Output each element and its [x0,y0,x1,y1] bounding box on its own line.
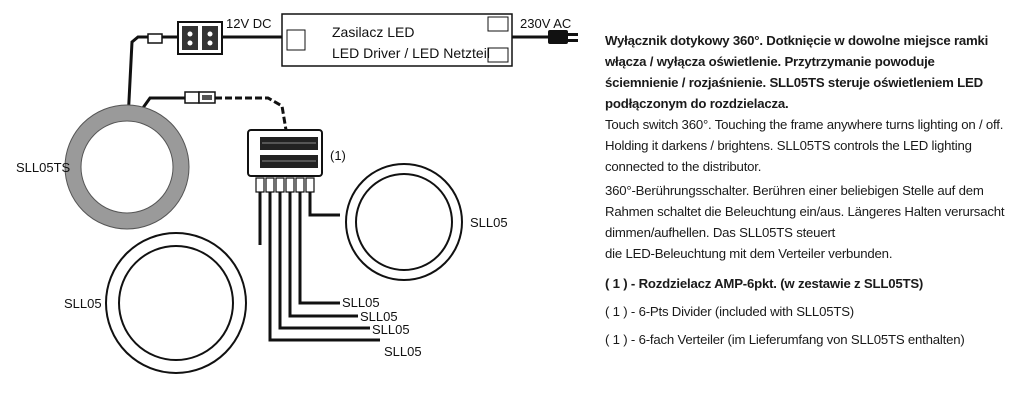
divider-cable-connector [184,91,216,104]
wiring-diagram: Zasilacz LED LED Driver / LED Netzteil 1… [16,13,578,374]
switch-cable-connector [147,33,163,44]
psu-label-pl: Zasilacz LED [332,24,414,40]
voltage-ac-label: 230V AC [520,16,571,31]
touch-switch-ring [64,104,190,230]
divider-label: (1) [330,148,346,163]
cable-switch-to-divider-2 [215,96,288,131]
touch-switch-label: SLL05TS [16,160,71,175]
description-de-line2: die LED-Beleuchtung mit dem Verteiler ve… [605,246,893,261]
mains-plug-icon [548,30,578,44]
light-right-label: SLL05 [470,215,508,230]
psu-box: Zasilacz LED LED Driver / LED Netzteil [281,13,513,67]
description-de-line1: 360°-Berührungsschalter. Berühren einer … [605,183,1005,240]
lead-label-4: SLL05 [384,344,422,359]
psu-label-driver: LED Driver / LED Netzteil [332,45,490,61]
divider-box [247,129,323,177]
notes-list: ( 1 ) - Rozdzielacz AMP-6pkt. (w zestawi… [605,270,1010,354]
lead-label-2: SLL05 [360,309,398,324]
light-right [345,163,463,281]
output-wires [258,192,380,342]
description-en: Touch switch 360°. Touching the frame an… [605,117,1004,174]
note-de: ( 1 ) - 6-fach Verteiler (im Lieferumfan… [605,332,965,347]
voltage-dc-label: 12V DC [226,16,272,31]
lead-label-3: SLL05 [372,322,410,337]
description-panel: Wyłącznik dotykowy 360°. Dotknięcie w do… [605,30,1010,354]
lead-label-1: SLL05 [342,295,380,310]
dc-connector-block [177,21,223,55]
divider-ports [255,177,315,193]
note-pl: ( 1 ) - Rozdzielacz AMP-6pkt. (w zestawi… [605,276,924,291]
light-left-label: SLL05 [64,296,102,311]
description-pl: Wyłącznik dotykowy 360°. Dotknięcie w do… [605,33,989,111]
description-de: 360°-Berührungsschalter. Berühren einer … [605,180,1010,264]
note-en: ( 1 ) - 6-Pts Divider (included with SLL… [605,304,854,319]
light-left [105,232,247,374]
